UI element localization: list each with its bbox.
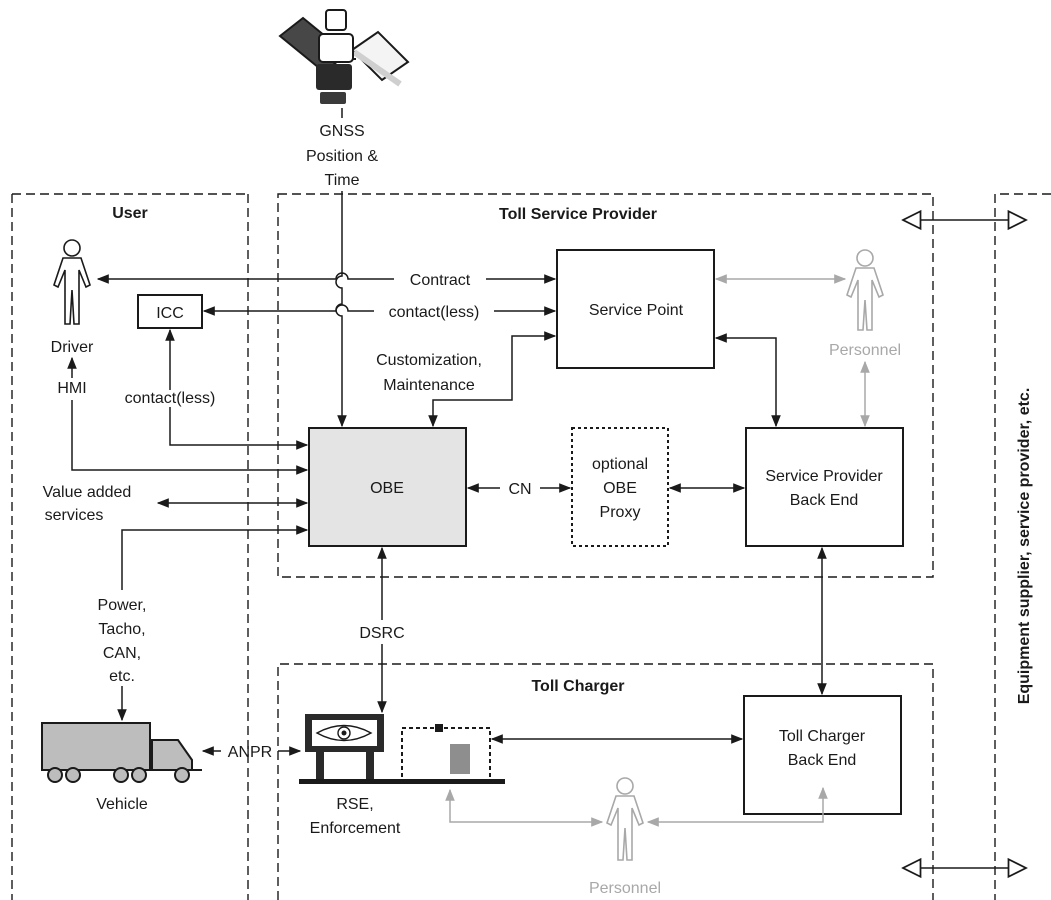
spbe-label-1: Service Provider bbox=[765, 468, 883, 485]
customization-label-2: Maintenance bbox=[383, 377, 475, 394]
obe-proxy-box bbox=[571, 427, 669, 547]
rse-personnel-link bbox=[445, 788, 604, 827]
driver-person-icon bbox=[53, 239, 91, 325]
rse-label-1: RSE, bbox=[336, 796, 373, 813]
rse-label-2: Enforcement bbox=[310, 820, 401, 837]
tc-personnel-label: Personnel bbox=[589, 880, 661, 897]
obe-proxy-label-1: optional bbox=[592, 456, 648, 473]
power-label-1: Power, bbox=[98, 597, 147, 614]
tc-personnel-icon bbox=[606, 777, 644, 861]
vehicle-label: Vehicle bbox=[96, 796, 148, 813]
service-provider-back-end-box bbox=[745, 427, 904, 547]
customization-label-1: Customization, bbox=[376, 352, 482, 369]
icc-label: ICC bbox=[156, 305, 184, 322]
tc-region-title: Toll Charger bbox=[531, 678, 624, 695]
rse-camera-icon bbox=[305, 714, 384, 780]
power-label-3: CAN, bbox=[103, 645, 141, 662]
dsrc-label: DSRC bbox=[359, 625, 404, 642]
icc-obe-link bbox=[165, 328, 309, 450]
service-point-label: Service Point bbox=[589, 302, 684, 319]
obe-proxy-label-2: OBE bbox=[603, 480, 637, 497]
roadside-base-icon bbox=[299, 779, 505, 784]
service-point-spbe-link bbox=[714, 333, 781, 428]
spbe-label-2: Back End bbox=[790, 492, 858, 509]
hmi-link bbox=[72, 358, 307, 470]
anpr-label: ANPR bbox=[228, 744, 272, 761]
contract-label: Contract bbox=[410, 272, 471, 289]
customization-link bbox=[428, 331, 557, 428]
satellite-icon bbox=[278, 9, 410, 104]
icc-obe-label: contact(less) bbox=[125, 390, 216, 407]
truck-icon bbox=[41, 722, 202, 783]
hmi-label: HMI bbox=[57, 380, 86, 397]
tc-region: Toll Charger bbox=[277, 663, 934, 900]
roadside-unit-icon bbox=[401, 724, 491, 781]
obe-label: OBE bbox=[370, 480, 404, 497]
icc-service-point-label: contact(less) bbox=[389, 304, 480, 321]
icc-service-point-link bbox=[204, 305, 555, 311]
cn-label: CN bbox=[508, 481, 531, 498]
gnss-label-3: Time bbox=[325, 172, 360, 189]
tcbe-label-1: Toll Charger bbox=[779, 728, 866, 745]
gnss-label-1: GNSS bbox=[319, 123, 364, 140]
user-region-title: User bbox=[112, 205, 148, 222]
power-label-2: Tacho, bbox=[98, 621, 145, 638]
value-added-services-label-2: services bbox=[45, 507, 104, 524]
equipment-region: Equipment supplier, service provider, et… bbox=[994, 193, 1051, 900]
tsp-region-title: Toll Service Provider bbox=[499, 206, 657, 223]
tsp-personnel-icon bbox=[846, 249, 884, 331]
power-label-4: etc. bbox=[109, 668, 135, 685]
obe-box bbox=[308, 427, 467, 547]
power-link-top bbox=[121, 525, 309, 590]
gnss-label-2: Position & bbox=[306, 148, 378, 165]
value-added-services-label-1: Value added bbox=[43, 484, 132, 501]
obe-proxy-label-3: Proxy bbox=[600, 504, 641, 521]
equipment-region-title: Equipment supplier, service provider, et… bbox=[1016, 388, 1033, 705]
tsp-personnel-label: Personnel bbox=[829, 342, 901, 359]
personnel-tcbe-link bbox=[646, 786, 828, 827]
user-region: User bbox=[11, 193, 249, 900]
icc-box bbox=[137, 294, 203, 329]
driver-label: Driver bbox=[51, 339, 94, 356]
tcbe-label-2: Back End bbox=[788, 752, 856, 769]
contract-link bbox=[98, 273, 555, 279]
